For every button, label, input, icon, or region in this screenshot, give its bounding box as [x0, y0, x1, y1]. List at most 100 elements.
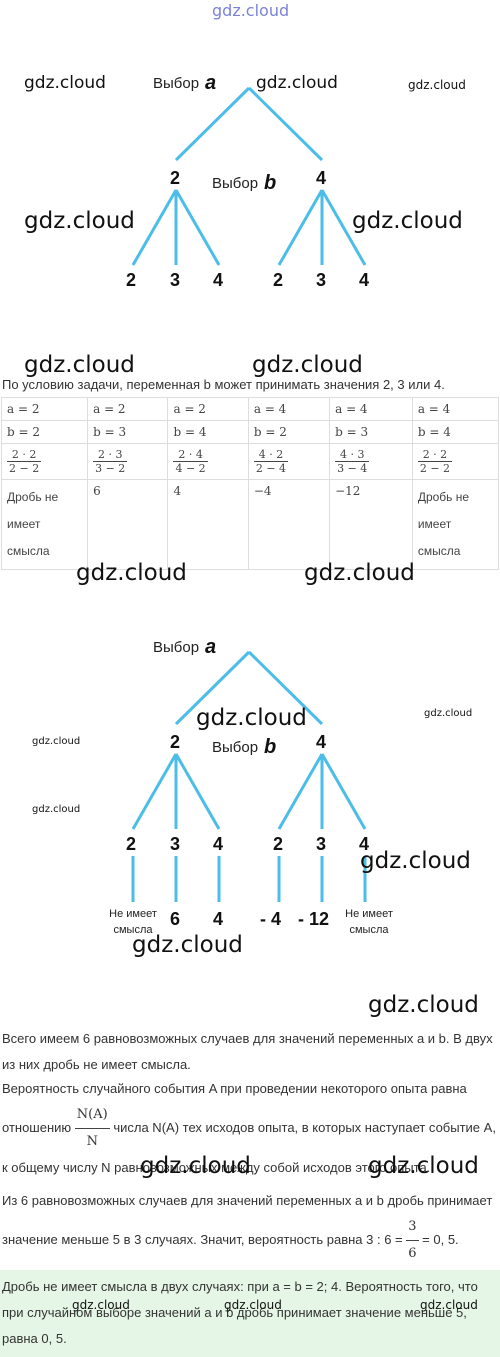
watermark: gdz.cloud: [368, 1153, 479, 1179]
node-b-value: 2: [273, 270, 283, 290]
node-b-value: 3: [316, 270, 326, 290]
watermark: gdz.cloud: [408, 78, 466, 92]
watermark: gdz.cloud: [424, 708, 473, 719]
table-cell: −4: [247, 479, 331, 570]
paragraph-cases: Всего имеем 6 равновозможных случаев для…: [2, 1031, 493, 1072]
watermark: gdz.cloud: [132, 932, 243, 958]
watermark: gdz.cloud: [32, 804, 81, 815]
choice-b-label: Выбор: [212, 175, 258, 192]
fraction: N(A)N: [74, 1102, 110, 1155]
answer-block: [0, 1270, 500, 1357]
table-cell: a = 2: [87, 397, 169, 421]
branch-a-right: [247, 650, 324, 726]
watermark: gdz.cloud: [24, 208, 135, 234]
table-row-result: Дробь не имеет смысла 6 4 −4 −12 Дробь н…: [0, 479, 500, 570]
branch-a-left: [174, 650, 251, 726]
branch-b1: [131, 753, 178, 830]
table-cell: −12: [329, 479, 413, 570]
paragraph-calculation: Из 6 равновозможных случаев для значений…: [2, 1188, 496, 1267]
table-cell: b = 3: [329, 420, 413, 444]
branch-b4: [277, 753, 324, 830]
cases-table: a = 2 a = 2 a = 2 a = 4 a = 4 a = 4 b = …: [0, 397, 500, 570]
watermark: gdz.cloud: [224, 1298, 282, 1312]
watermark: gdz.cloud: [304, 560, 415, 586]
tree-diagram-1: Выбор a Выбор b 2 4 2 3 4 2 3 4: [126, 72, 369, 290]
node-b-value: 2: [273, 834, 283, 854]
table-row-a: a = 2 a = 2 a = 2 a = 4 a = 4 a = 4: [0, 397, 500, 421]
table-cell: b = 4: [167, 420, 249, 444]
watermark: gdz.cloud: [140, 1153, 251, 1179]
watermark: gdz.cloud: [24, 73, 106, 93]
watermark: gdz.cloud: [420, 1298, 478, 1312]
node-b-value: 2: [126, 270, 136, 290]
node-b-value: 4: [359, 834, 369, 854]
choice-a-symbol: a: [205, 636, 216, 658]
node-a-value: 2: [170, 732, 180, 752]
watermark: gdz.cloud: [32, 736, 81, 747]
watermark: gdz.cloud: [24, 352, 135, 378]
branch-b3: [174, 189, 221, 266]
intro-text: По условию задачи, переменная b может пр…: [2, 377, 445, 392]
top-watermark: gdz.cloud: [212, 1, 290, 20]
branch-b4: [277, 189, 324, 266]
node-b-value: 4: [213, 270, 223, 290]
node-a-value: 4: [316, 732, 326, 752]
result-value: - 4: [260, 909, 281, 929]
result-undefined-left: Не имеет смысла: [109, 908, 157, 936]
node-b-value: 3: [316, 834, 326, 854]
node-b-value: 2: [126, 834, 136, 854]
branch-b1: [131, 189, 178, 266]
result-value: 6: [170, 909, 180, 929]
branch-a-right: [247, 86, 324, 162]
choice-b-label: Выбор: [212, 739, 258, 756]
choice-b-symbol: b: [264, 736, 276, 758]
table-cell: Дробь не имеет смысла: [0, 479, 89, 570]
result-undefined-right: Не имеет смысла: [345, 908, 393, 936]
table-cell: 6: [87, 479, 169, 570]
table-cell: a = 2: [0, 397, 89, 421]
paragraph-probability-definition: Вероятность случайного события A при про…: [2, 1081, 496, 1175]
table-cell: a = 2: [167, 397, 249, 421]
table-cell: Дробь не имеет смысла: [411, 479, 500, 570]
watermark: gdz.cloud: [256, 73, 338, 93]
result-value: - 12: [298, 909, 329, 929]
branch-b3: [174, 753, 221, 830]
watermark: gdz.cloud: [72, 1298, 130, 1312]
table-cell: b = 4: [411, 420, 500, 444]
table-cell: a = 4: [329, 397, 413, 421]
choice-a-symbol: a: [205, 72, 216, 94]
watermark: gdz.cloud: [252, 352, 363, 378]
watermark: gdz.cloud: [368, 992, 479, 1018]
table-row-b: b = 2 b = 3 b = 4 b = 2 b = 3 b = 4: [0, 420, 500, 444]
table-cell: a = 4: [411, 397, 500, 421]
node-b-value: 4: [213, 834, 223, 854]
answer-text: Дробь не имеет смысла в двух случаях: пр…: [2, 1279, 478, 1346]
result-value: 4: [213, 909, 223, 929]
table-cell: a = 4: [247, 397, 331, 421]
watermark: gdz.cloud: [352, 208, 463, 234]
node-a-value: 4: [316, 168, 326, 188]
node-b-value: 4: [359, 270, 369, 290]
table-cell: 4: [167, 479, 249, 570]
watermark: gdz.cloud: [360, 848, 471, 874]
tree-diagram-2: Выбор a Выбор b 2 4 2 3 4 2 3 4 6 4 - 4 …: [126, 636, 369, 929]
table-cell: b = 2: [247, 420, 331, 444]
table-cell: b = 3: [87, 420, 169, 444]
branch-b6: [320, 189, 367, 266]
node-b-value: 3: [170, 834, 180, 854]
branch-a-left: [174, 86, 251, 162]
